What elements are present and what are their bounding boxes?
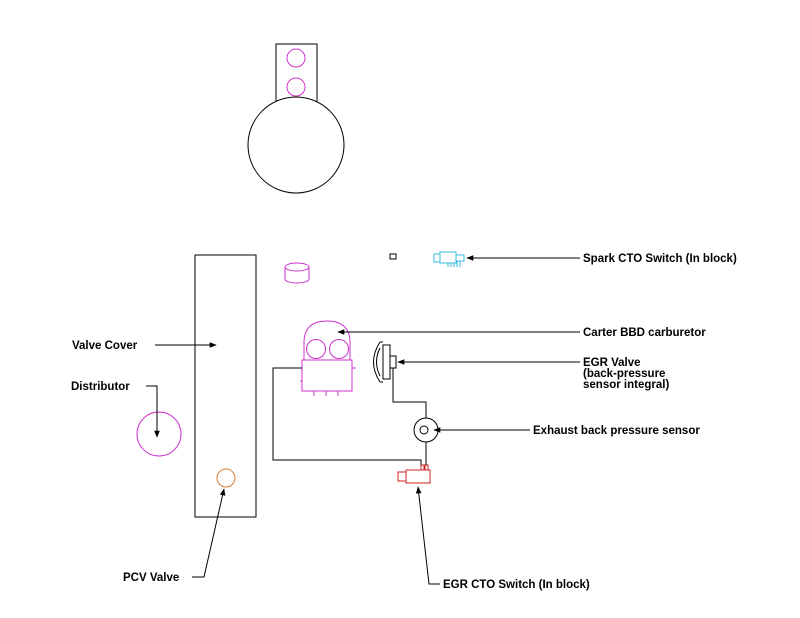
- carter-label: Carter BBD carburetor: [583, 327, 706, 339]
- egr-valve: [373, 341, 397, 383]
- egr-cto-switch: [397, 464, 431, 484]
- valve-cover-label: Valve Cover: [72, 340, 138, 352]
- leader-lines: [146, 255, 580, 585]
- small-square-marker: [389, 253, 397, 260]
- small-cylinder: [284, 262, 310, 284]
- egr-cto-label: EGR CTO Switch (In block): [443, 579, 590, 591]
- distributor-label: Distributor: [71, 381, 130, 393]
- carter-bbd-carburetor: [298, 320, 356, 396]
- vacuum-hoses: [272, 367, 427, 465]
- egr-valve-label: EGR Valve: [583, 357, 641, 369]
- air-cleaner: [247, 43, 345, 194]
- valve-cover: [194, 254, 257, 518]
- egr-valve-label-line3: sensor integral): [583, 379, 669, 391]
- pcv-valve: [216, 468, 236, 488]
- spark-cto-switch: [433, 251, 465, 267]
- exhaust-sensor-label: Exhaust back pressure sensor: [533, 425, 700, 437]
- spark-cto-label: Spark CTO Switch (In block): [583, 253, 737, 265]
- egr-valve-label-line2: (back-pressure: [583, 368, 665, 380]
- pcv-valve-label: PCV Valve: [123, 572, 179, 584]
- distributor: [136, 411, 182, 457]
